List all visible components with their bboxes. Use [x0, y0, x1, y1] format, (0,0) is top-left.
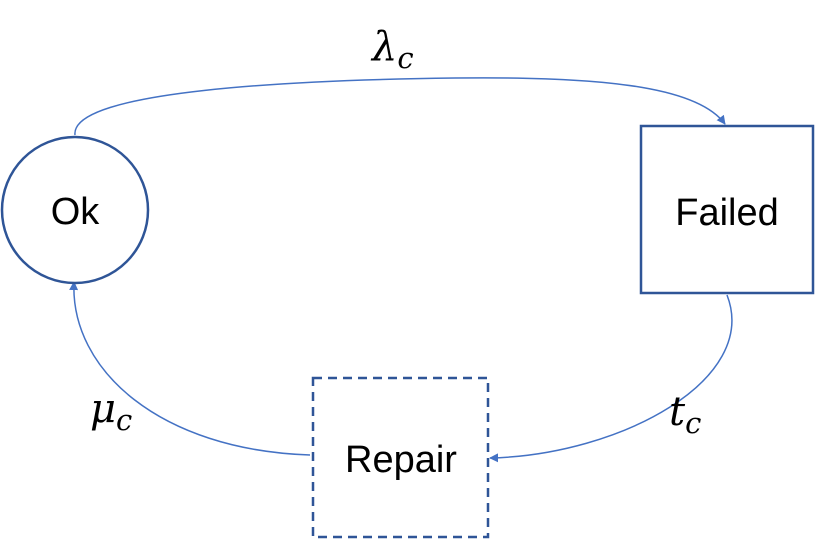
t-subscript: c	[685, 406, 701, 440]
mu-subscript: c	[116, 403, 132, 437]
label-failed-to-repair: tc	[669, 389, 701, 440]
lambda-subscript: c	[397, 41, 413, 75]
label-ok-to-failed: λc	[370, 24, 414, 75]
t-symbol: t	[669, 389, 686, 435]
node-failed: Failed	[639, 124, 815, 295]
mu-symbol: μ	[90, 386, 116, 432]
failed-label: Failed	[675, 192, 779, 234]
label-repair-to-ok: μc	[90, 386, 132, 437]
lambda-symbol: λ	[370, 24, 397, 70]
node-ok: Ok	[0, 135, 150, 285]
node-repair: Repair	[311, 376, 490, 539]
edge-failed-to-repair	[489, 294, 733, 463]
repair-box	[311, 376, 490, 539]
repair-label: Repair	[345, 439, 457, 481]
edge-ok-to-failed	[74, 77, 726, 136]
failed-box	[639, 124, 815, 295]
ok-label: Ok	[51, 191, 101, 233]
edge-repair-to-ok	[69, 281, 311, 456]
ok-circle	[0, 135, 150, 285]
